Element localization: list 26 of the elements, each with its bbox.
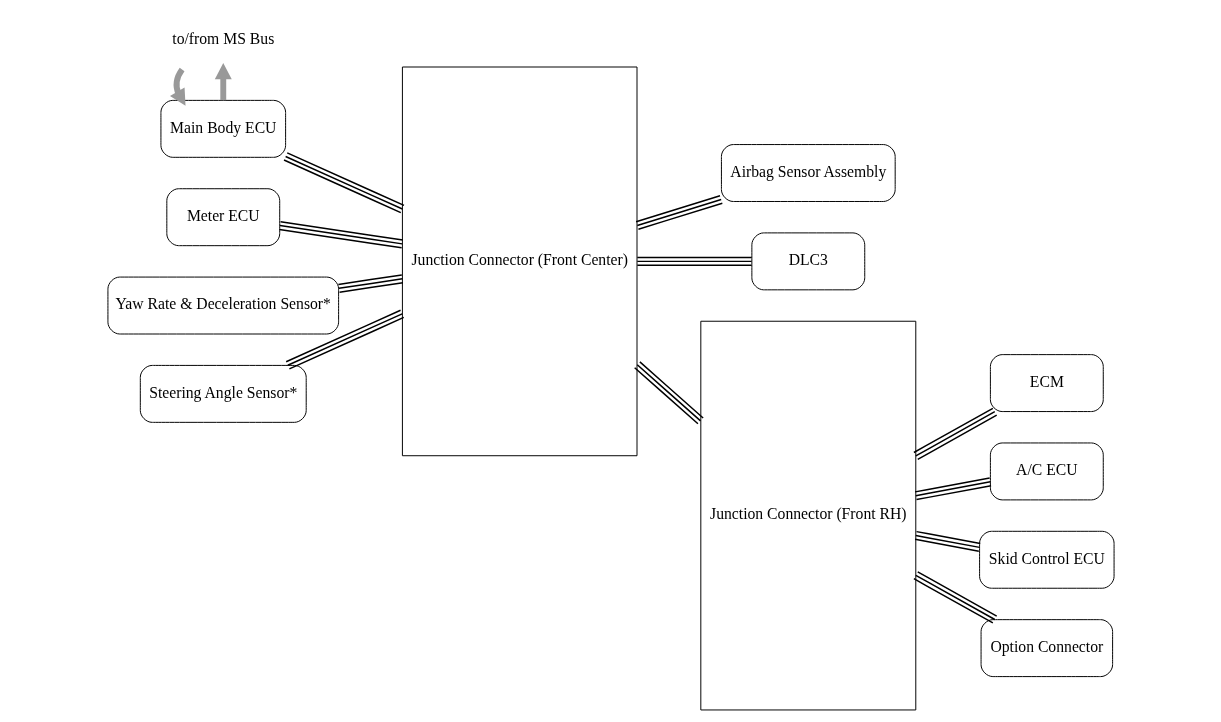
node-text: to/from MS Bus	[171, 30, 274, 48]
connector	[282, 152, 405, 214]
connector	[636, 256, 752, 267]
connector	[634, 195, 723, 230]
node-box: Skid Control ECU	[978, 530, 1115, 589]
node-box: DLC3	[750, 232, 865, 291]
connector	[913, 477, 992, 501]
arrow	[214, 63, 232, 101]
node-box: ECM	[989, 354, 1104, 413]
node-box: Meter ECU	[165, 188, 280, 247]
connector	[278, 220, 404, 249]
connector	[912, 407, 997, 461]
node-box: Option Connector	[980, 619, 1113, 678]
arrow	[169, 67, 186, 106]
node-box: Main Body ECU	[159, 99, 286, 158]
node-box: Steering Angle Sensor*	[139, 364, 307, 423]
node-box: A/C ECU	[989, 442, 1104, 501]
node-box: Junction Connector (Front Center)	[401, 66, 637, 457]
connector	[284, 309, 404, 370]
connector	[633, 361, 704, 425]
connector	[337, 274, 404, 293]
connector	[912, 571, 997, 624]
node-box: Airbag Sensor Assembly	[720, 144, 896, 202]
node-box: Yaw Rate & Deceleration Sensor*	[106, 276, 339, 335]
connector	[913, 530, 981, 552]
node-box: Junction Connector (Front RH)	[699, 320, 916, 711]
